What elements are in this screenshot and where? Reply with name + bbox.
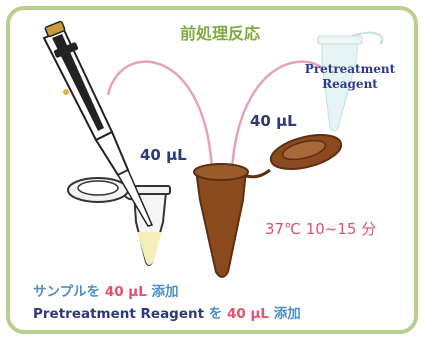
page-title: 前処理反応 [179,24,260,43]
arc-left [106,60,214,171]
reagent-label-line2: Reagent [322,77,378,91]
reagent-label: Pretreatment Reagent [300,62,400,92]
instr1-part3: 添加 [151,284,179,300]
sample-tube-icon [67,177,171,266]
instruction-line-2: Pretreatment Reagent を 40 µL 添加 [33,302,301,322]
instr2-part1: Pretreatment Reagent [33,306,205,322]
pipette-icon [42,20,154,227]
brown-tube-icon [193,134,343,278]
incubation-label: 37℃ 10~15 分 [265,220,377,238]
reagent-tube-icon [317,31,384,132]
volume-left-label: 40 µL [140,146,187,164]
instr2-part4: 添加 [273,306,301,322]
instr2-part3: 40 µL [226,306,270,322]
volume-right-label: 40 µL [250,112,297,130]
instruction-line-1: サンプルを 40 µL 添加 [33,280,179,300]
reagent-label-line1: Pretreatment [304,62,396,76]
instr1-part2: 40 µL [104,284,147,300]
instr2-part2: を [208,306,223,322]
instr1-part1: サンプルを [33,284,101,300]
